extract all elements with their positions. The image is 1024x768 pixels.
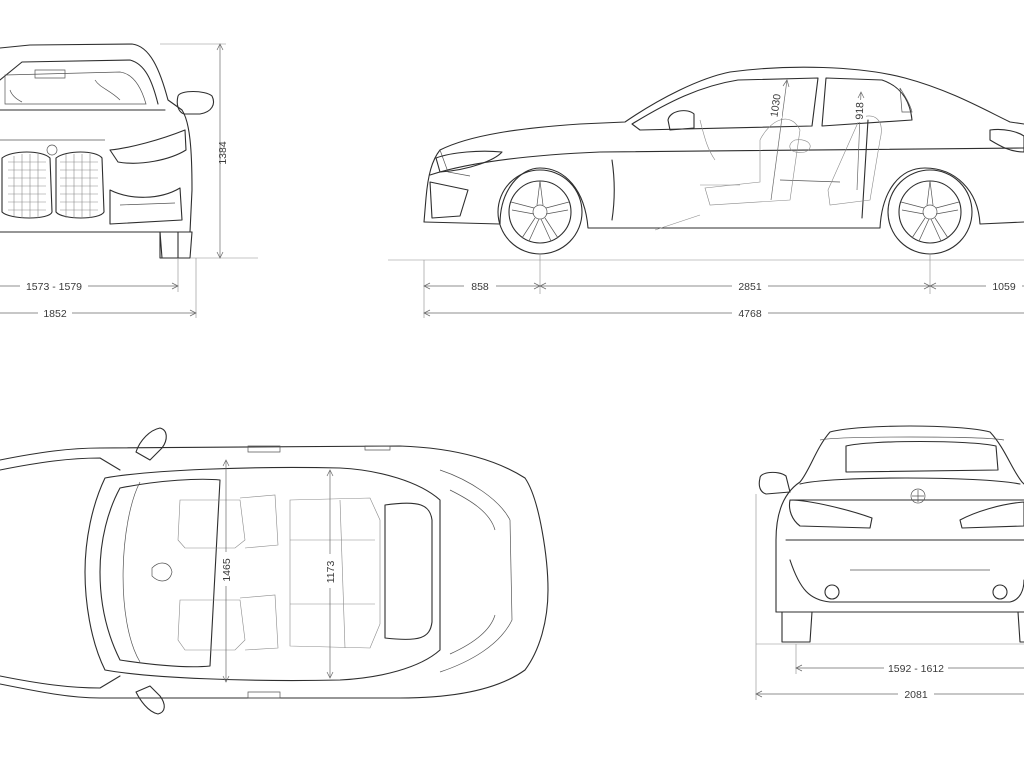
front-width-label: 1852	[43, 308, 67, 320]
rear-width-label: 2081	[904, 689, 928, 701]
side-front-wheel	[497, 169, 583, 255]
side-rear-wheel	[887, 169, 973, 255]
front-logo	[46, 144, 58, 156]
rear-logo	[910, 488, 926, 504]
top-mirror-lower	[135, 685, 165, 715]
front-body-outline	[0, 43, 193, 259]
front-overhang-label: 858	[471, 281, 489, 293]
front-track-label: 1573 - 1579	[26, 281, 82, 293]
rear-track-label: 1592 - 1612	[888, 663, 944, 675]
rear-shoulder-width-label: 1173	[325, 561, 337, 584]
top-body-outline	[0, 445, 549, 699]
front-height-label: 1384	[217, 141, 229, 165]
rear-body-outline	[775, 425, 1024, 613]
kidney-grille-left	[1, 151, 53, 219]
front-headroom-label: 1030	[768, 93, 783, 118]
side-seat-rear	[827, 115, 882, 206]
top-view: 1465 1173	[0, 427, 549, 715]
top-rear-seat	[289, 497, 381, 649]
side-view: 1030 918 858 2851 1059 4768	[388, 66, 1024, 320]
rear-tail-light-right	[959, 501, 1024, 529]
rear-headroom-label: 918	[854, 102, 867, 120]
front-shoulder-width-label: 1465	[221, 558, 233, 582]
wheelbase-label: 2851	[738, 281, 762, 293]
front-view: 1384 1573 - 1579 1852	[0, 43, 258, 320]
side-mirror	[667, 110, 695, 131]
top-front-seat-left	[177, 499, 246, 549]
exhaust-right	[992, 584, 1008, 600]
rear-mirror	[758, 471, 791, 495]
side-seat-front	[704, 118, 801, 206]
rear-overhang-label: 1059	[992, 281, 1016, 293]
exhaust-left	[824, 584, 840, 600]
top-mirror-upper	[135, 427, 167, 461]
rear-window	[845, 440, 999, 473]
top-front-seat-right	[177, 599, 246, 651]
front-mirror	[176, 90, 215, 115]
length-label: 4768	[738, 308, 762, 320]
side-body-outline	[423, 66, 1024, 223]
rear-view: 1592 - 1612 2081	[755, 425, 1024, 701]
rear-tail-light-left	[788, 499, 873, 529]
kidney-grille-right	[55, 151, 105, 219]
